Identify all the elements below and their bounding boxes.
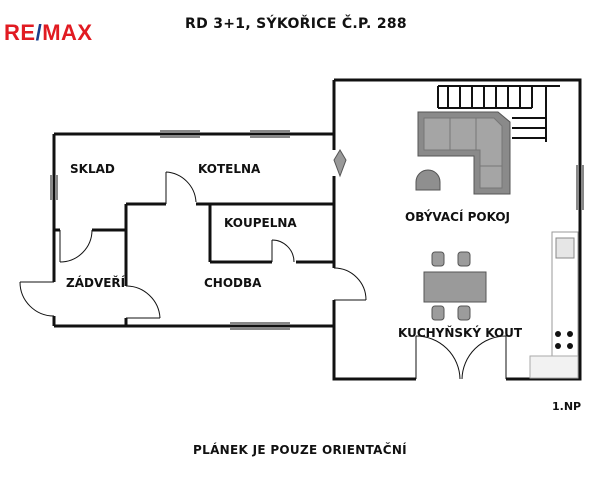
koupelna-door [271,239,295,263]
disclaimer-text: PLÁNEK JE POUZE ORIENTAČNÍ [193,443,407,457]
dining-table-icon [423,271,487,303]
entrance-door [19,281,55,317]
door-gaps [51,150,506,382]
kotelna-door [165,171,197,204]
room-label-obyvaci-pokoj: OBÝVACÍ POKOJ [405,209,510,224]
stairs [437,85,560,142]
plan-title: RD 3+1, SÝKOŘICE Č.P. 288 [0,16,600,32]
logo-re: RE [4,20,36,45]
kitchen-counter [529,231,579,379]
wall-fixture-icon [333,149,347,178]
chair-icon [431,305,445,321]
chair-icon [457,305,471,321]
living-room-door [333,267,367,301]
chodba-door [125,285,161,319]
chair-icon [457,251,471,267]
room-label-zadveri: ZÁDVEŘÍ [66,275,126,290]
dining-set-icon [423,251,487,321]
room-label-koupelna: KOUPELNA [224,216,297,230]
plan-title-text: RD 3+1, SÝKOŘICE Č.P. 288 [185,16,407,32]
sklad-door [59,229,93,263]
chair-icon [431,251,445,267]
sofa-icon [417,111,511,195]
armchair-icon [415,169,441,191]
stove-icon [555,331,573,349]
doors [19,171,507,380]
room-label-sklad: SKLAD [70,162,115,176]
room-label-kuchynsky-kout: KUCHYŇSKÝ KOUT [398,325,523,340]
floor-label: 1.NP [552,400,582,413]
sink-icon [529,355,579,379]
logo-max: MAX [42,20,93,45]
room-label-kotelna: KOTELNA [198,162,261,176]
windows [50,130,584,330]
terrace-door [415,335,507,380]
room-label-chodba: CHODBA [204,276,262,290]
logo-slash: / [35,20,43,45]
fridge-icon [555,237,575,259]
remax-logo: RE/MAX [4,20,93,46]
